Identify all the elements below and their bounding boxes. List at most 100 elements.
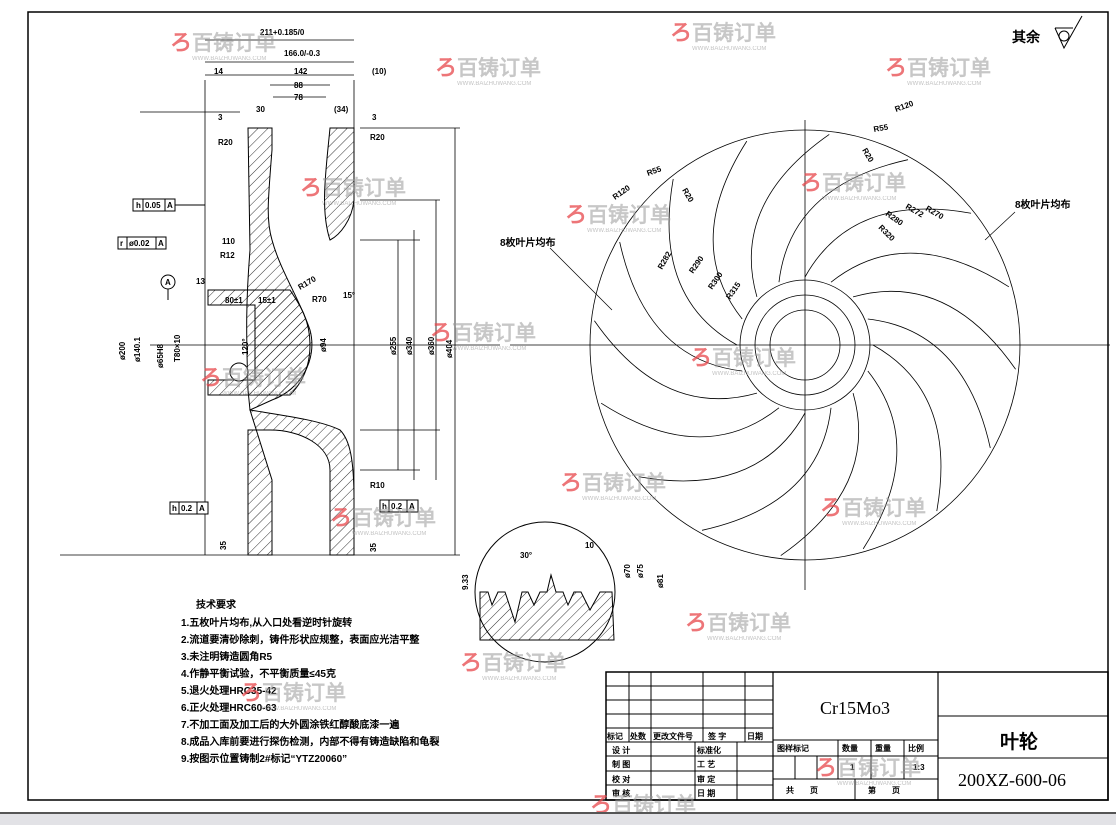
tech-req-title: 技术要求 [196, 598, 237, 611]
watermark-url: WWW.BAIZHUWANG.COM [222, 391, 296, 397]
svg-text:R20: R20 [860, 147, 875, 165]
bolt-hole [229, 362, 249, 382]
blade-curve [872, 344, 942, 512]
title-block [605, 671, 1109, 801]
blade-curve [712, 140, 748, 320]
thread-dia-70: ø70 [623, 564, 632, 578]
sign-row-left: 制 图 [612, 759, 630, 769]
blade-curve [830, 252, 1010, 288]
svg-text:0.05: 0.05 [145, 201, 161, 210]
watermark-brand: 百铸订单 [587, 203, 671, 227]
svg-text:R280: R280 [884, 209, 905, 228]
watermark: ろ百铸订单WWW.BAIZHUWANG.COM [685, 610, 791, 642]
watermark-logo-icon: ろ [200, 365, 222, 390]
rev-header: 标记 [606, 731, 623, 741]
sign-row-left: 审 核 [612, 788, 630, 798]
material-value: Cr15Mo3 [820, 698, 890, 718]
meta-header: 重量 [875, 743, 891, 753]
svg-text:R55: R55 [646, 164, 663, 178]
watermark-url: WWW.BAIZHUWANG.COM [692, 46, 766, 52]
sign-row-right: 工 艺 [697, 759, 715, 769]
watermark-brand: 百铸订单 [692, 21, 776, 45]
watermark-url: WWW.BAIZHUWANG.COM [452, 346, 526, 352]
svg-text:ø0.02: ø0.02 [129, 239, 150, 248]
watermark-logo-icon: ろ [800, 170, 822, 195]
watermark: ろ百铸订单WWW.BAIZHUWANG.COM [815, 755, 921, 787]
watermark-logo-icon: ろ [565, 202, 587, 227]
radius-r170: R170 [297, 274, 319, 292]
thread-dia-75: ø75 [636, 564, 645, 578]
dim-3-right: 3 [372, 113, 377, 122]
watermark: ろ百铸订单WWW.BAIZHUWANG.COM [300, 175, 406, 207]
svg-text:h: h [172, 504, 177, 513]
angle-120: 120° [241, 338, 250, 355]
watermark-url: WWW.BAIZHUWANG.COM [192, 56, 266, 62]
svg-text:R20: R20 [680, 187, 695, 205]
tolerance-frame-4: h 0.2 A [379, 499, 419, 513]
dia-360: ø360 [427, 336, 436, 355]
svg-text:R315: R315 [724, 280, 743, 301]
watermark-logo-icon: ろ [460, 650, 482, 675]
meta-header: 数量 [842, 743, 858, 753]
hub-hatch [207, 289, 311, 396]
rev-header: 签 字 [707, 731, 726, 741]
watermark-brand: 百铸订单 [907, 56, 991, 80]
dim-211: 211+0.185/0 [260, 28, 305, 37]
roughness-note: 其余 [1012, 15, 1083, 50]
svg-text:R290: R290 [687, 254, 706, 275]
watermark-brand: 百铸订单 [837, 756, 921, 780]
dia-65h8: ø65H8 [156, 343, 165, 368]
tech-req-item: 3.未注明铸造圆角R5 [181, 650, 273, 663]
watermark: ろ百铸订单WWW.BAIZHUWANG.COM [460, 650, 566, 682]
watermark: ろ百铸订单WWW.BAIZHUWANG.COM [690, 345, 796, 377]
dim-14: 14 [214, 67, 223, 76]
blade-curve [750, 134, 830, 298]
dim-35-left: 35 [219, 541, 228, 550]
back-plate-hatch [247, 409, 355, 556]
watermark-brand: 百铸订单 [457, 56, 541, 80]
svg-text:R55: R55 [873, 122, 890, 134]
dim-88: 88 [294, 81, 303, 90]
svg-text:R270: R270 [924, 204, 946, 222]
watermark-url: WWW.BAIZHUWANG.COM [842, 521, 916, 527]
watermark-brand: 百铸订单 [322, 176, 406, 200]
radius-r20-right: R20 [370, 133, 385, 142]
roughness-symbol-icon [1054, 15, 1083, 50]
dim-34: (34) [334, 105, 349, 114]
watermark-url: WWW.BAIZHUWANG.COM [582, 496, 656, 502]
drawing-border [27, 11, 1109, 801]
watermark: ろ百铸订单WWW.BAIZHUWANG.COM [170, 30, 276, 62]
dim-142: 142 [294, 67, 308, 76]
dim-110: 110 [222, 237, 235, 246]
drawing-number: 200XZ-600-06 [958, 770, 1066, 790]
quantity-value: 1 [850, 763, 855, 772]
svg-text:A: A [199, 504, 205, 513]
watermark-logo-icon: ろ [885, 55, 907, 80]
watermark-brand: 百铸订单 [712, 346, 796, 370]
svg-text:0.2: 0.2 [391, 502, 403, 511]
blade-curve [638, 412, 806, 482]
section-view: 211+0.185/0 166.0/-0.3 14 142 (10) 88 78… [60, 28, 1110, 556]
angle-15: 15° [343, 291, 355, 300]
dia-340: ø340 [405, 336, 414, 355]
blade-curve [594, 320, 758, 400]
dim-78: 78 [294, 93, 303, 102]
svg-text:h: h [136, 201, 141, 210]
rev-header: 更改文件号 [653, 731, 693, 741]
watermark: ろ百铸订单WWW.BAIZHUWANG.COM [560, 470, 666, 502]
watermark-brand: 百铸订单 [822, 171, 906, 195]
meta-header: 图样标记 [777, 743, 809, 753]
sheets-total: 共 页 [786, 785, 818, 795]
watermark-logo-icon: ろ [435, 55, 457, 80]
tech-req-item: 2.流道要清砂除刺，铸件形状应规整，表面应光洁平整 [181, 633, 419, 646]
svg-text:A: A [409, 502, 415, 511]
svg-text:A: A [158, 239, 164, 248]
tolerance-frame-1: h 0.05 A [132, 198, 205, 212]
sign-row-right: 审 定 [697, 774, 715, 784]
dia-94: ø94 [319, 338, 328, 352]
watermark: ろ百铸订单WWW.BAIZHUWANG.COM [565, 202, 671, 234]
tech-req-item: 9.按图示位置铸制2#标记“YTZ20060” [181, 752, 347, 765]
watermark-url: WWW.BAIZHUWANG.COM [262, 706, 336, 712]
tolerance-frame-2: r ø0.02 A [117, 236, 167, 250]
